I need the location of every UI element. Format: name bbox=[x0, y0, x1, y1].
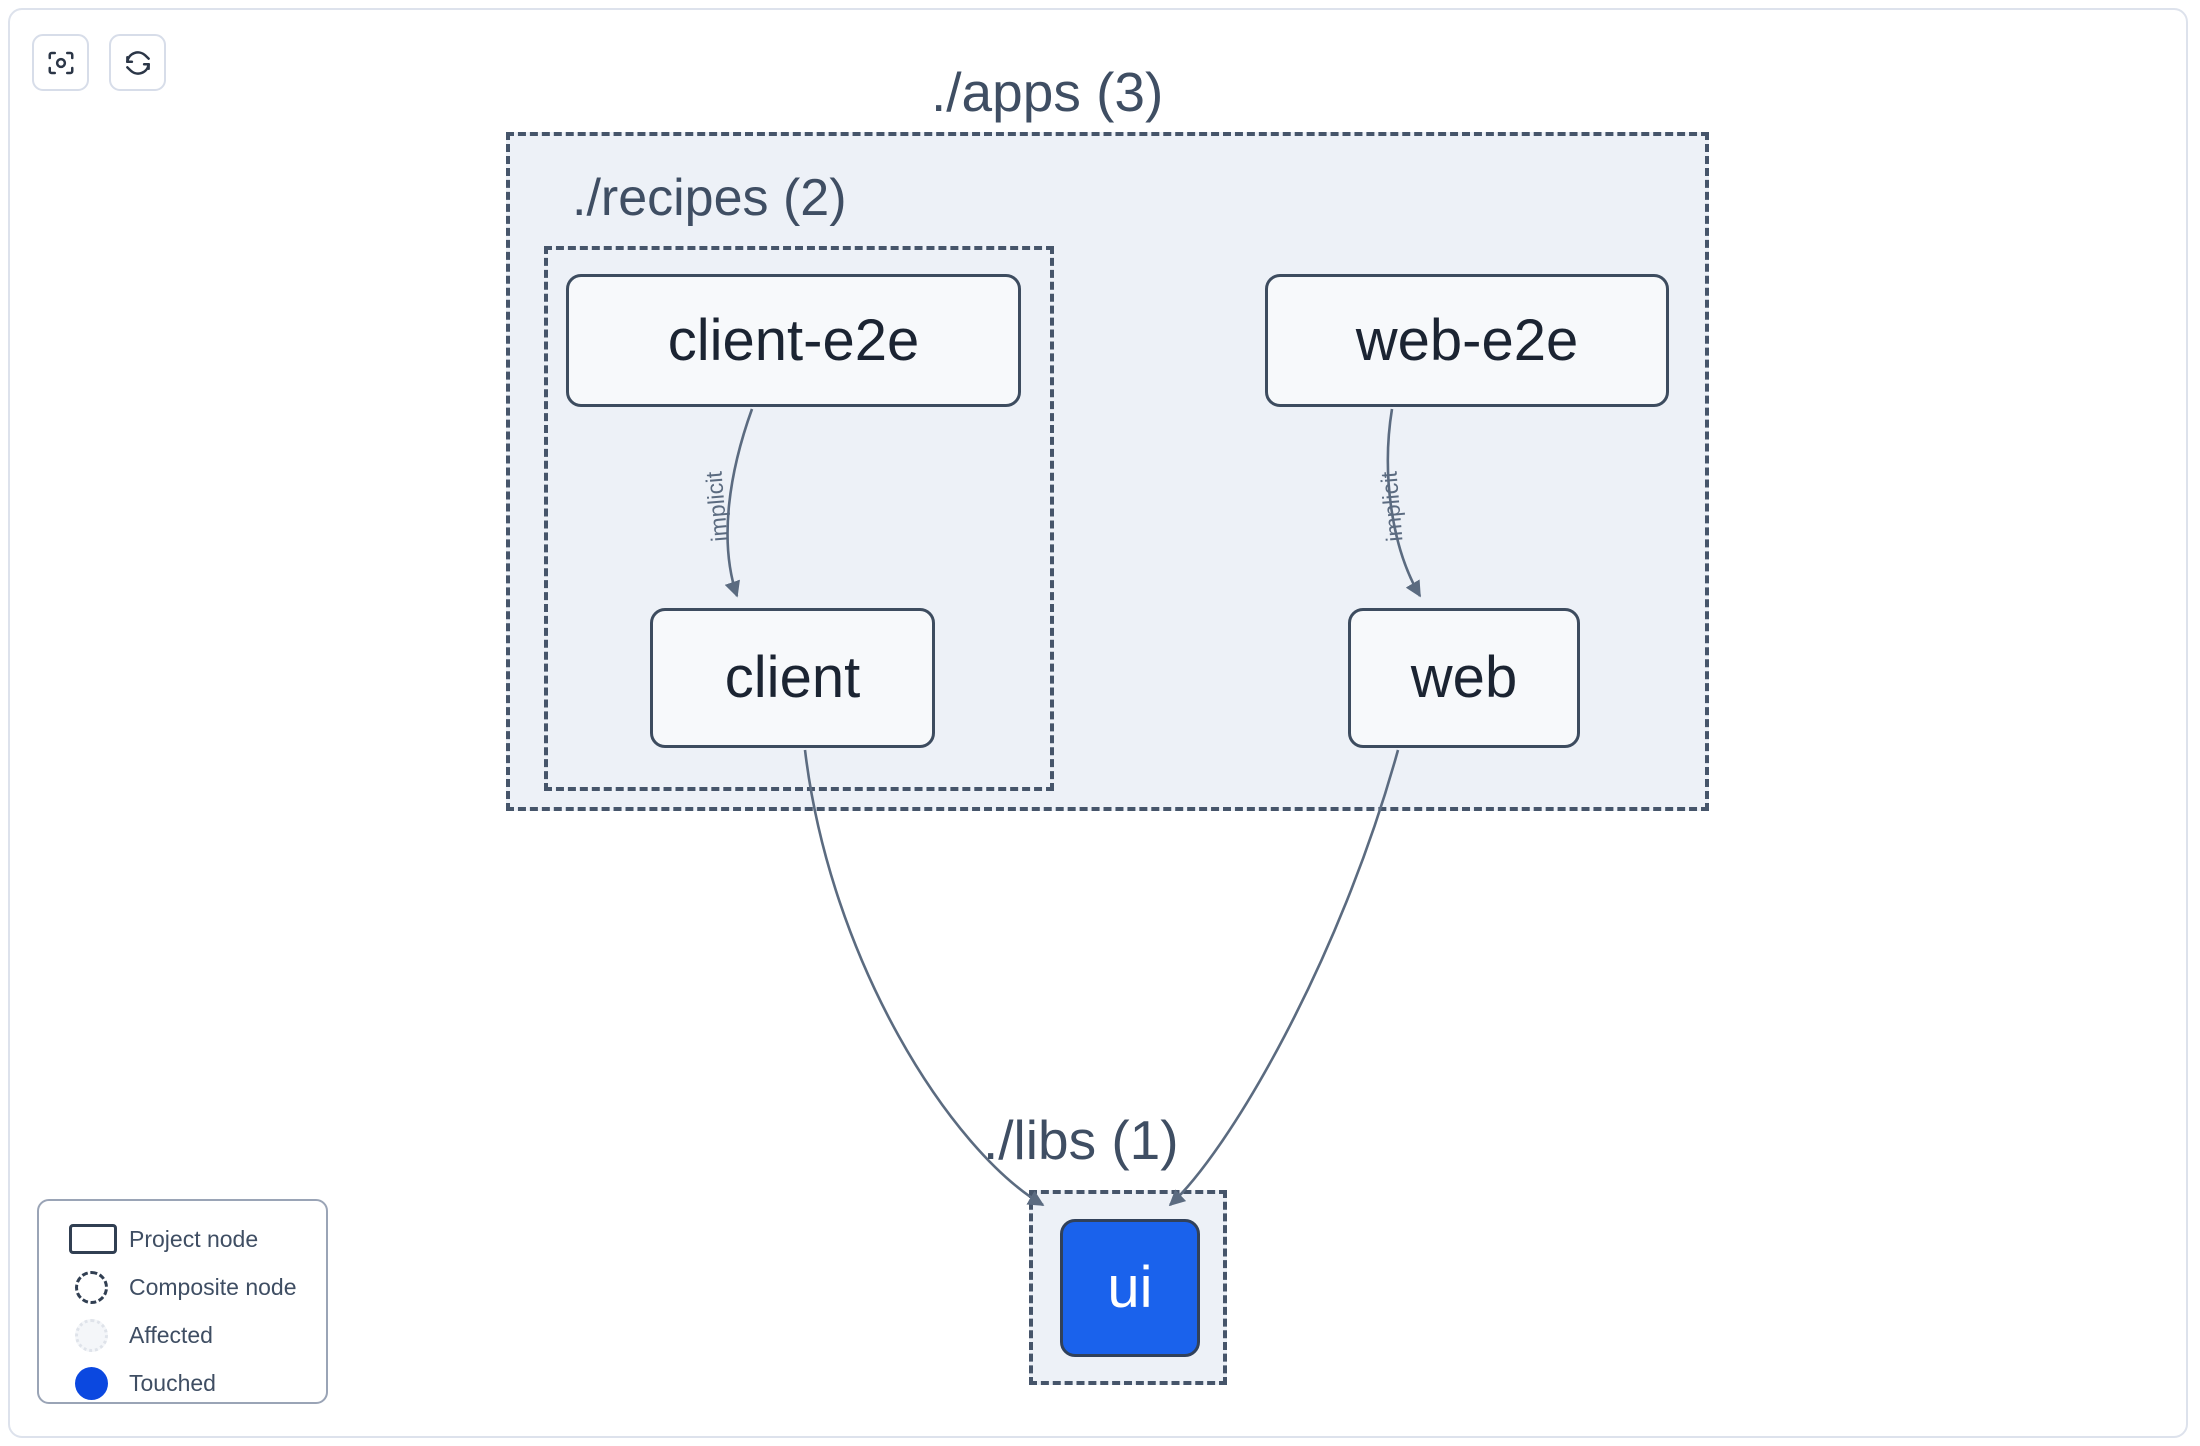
legend-label: Touched bbox=[129, 1369, 216, 1396]
composite-label-apps: ./apps (3) bbox=[931, 61, 1164, 123]
graph-legend: Project node Composite node Affected Tou… bbox=[37, 1199, 328, 1404]
composite-label-libs: ./libs (1) bbox=[983, 1109, 1179, 1171]
project-node-label: web-e2e bbox=[1355, 307, 1579, 373]
legend-label: Project node bbox=[129, 1225, 259, 1252]
legend-item-composite-node: Composite node bbox=[69, 1263, 326, 1311]
edge-web-to-ui bbox=[1168, 749, 1400, 1207]
project-node-web-e2e[interactable]: web-e2e bbox=[1265, 274, 1669, 407]
project-node-label: ui bbox=[1107, 1255, 1153, 1320]
legend-item-touched: Touched bbox=[69, 1359, 326, 1407]
refresh-icon bbox=[123, 48, 153, 78]
project-node-ui[interactable]: ui bbox=[1060, 1219, 1200, 1357]
touched-swatch bbox=[69, 1366, 125, 1400]
project-node-client-e2e[interactable]: client-e2e bbox=[566, 274, 1021, 407]
legend-item-project-node: Project node bbox=[69, 1215, 326, 1263]
project-node-swatch bbox=[69, 1224, 125, 1254]
composite-label-recipes: ./recipes (2) bbox=[572, 169, 847, 227]
legend-label: Affected bbox=[129, 1321, 213, 1348]
project-node-label: web bbox=[1410, 645, 1518, 710]
graph-toolbar bbox=[32, 34, 166, 91]
project-node-web[interactable]: web bbox=[1348, 608, 1580, 748]
composite-node-swatch bbox=[69, 1270, 125, 1304]
legend-item-affected: Affected bbox=[69, 1311, 326, 1359]
project-node-label: client-e2e bbox=[667, 307, 920, 373]
project-node-client[interactable]: client bbox=[650, 608, 935, 748]
focus-graph-button[interactable] bbox=[32, 34, 89, 91]
focus-scan-icon bbox=[46, 48, 76, 78]
affected-swatch bbox=[69, 1318, 125, 1352]
project-node-label: client bbox=[724, 645, 861, 710]
refresh-graph-button[interactable] bbox=[109, 34, 166, 91]
legend-label: Composite node bbox=[129, 1273, 297, 1300]
